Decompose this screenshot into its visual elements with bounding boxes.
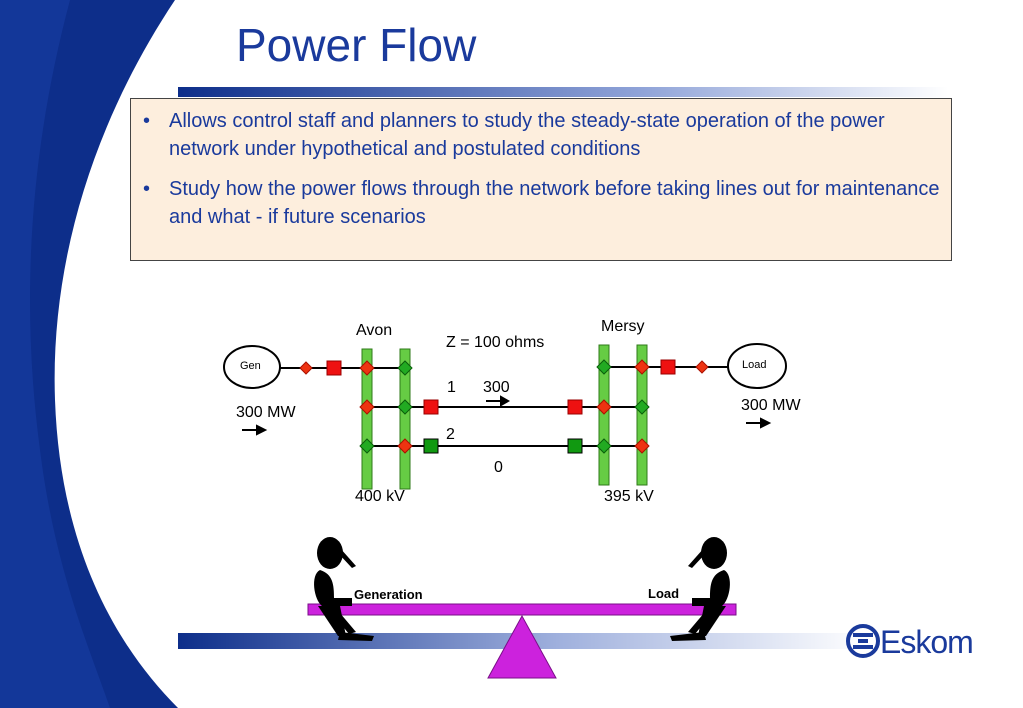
disconnector-diamond (634, 399, 650, 415)
flow-arrow-line1 (486, 395, 511, 407)
generation-figure (314, 537, 374, 641)
disconnector-diamond (596, 399, 612, 415)
breaker-open (567, 438, 583, 454)
flow-arrow-gen (242, 424, 268, 436)
gen-label: Gen (240, 360, 261, 372)
bullet-text-2: Study how the power flows through the ne… (169, 178, 940, 228)
load-label: Load (742, 359, 767, 371)
bus-label-mersy: Mersy (601, 318, 645, 335)
left-swoosh-highlight (0, 0, 110, 708)
bullet-text-1: Allows control staff and planners to stu… (169, 110, 885, 160)
disconnector-diamond (397, 360, 413, 376)
disconnector-diamond (596, 438, 612, 454)
breaker-open (423, 438, 439, 454)
bullet-marker: • (143, 110, 151, 132)
eskom-logo-text: Eskom (880, 624, 974, 660)
bullet-box: • Allows control staff and planners to s… (130, 98, 952, 261)
line1-flow: 300 (483, 379, 510, 396)
busbar-mersy-a (598, 344, 610, 486)
line1-number: 1 (447, 379, 456, 396)
seesaw-fulcrum (487, 614, 557, 679)
breaker-closed (423, 399, 439, 415)
title-underline-bar (178, 87, 948, 97)
disconnector-diamond (596, 359, 612, 375)
flow-arrow-load (746, 417, 772, 429)
busbar-mersy-b (636, 344, 648, 486)
busbar-avon-a (361, 348, 373, 490)
disconnector-diamond (359, 438, 375, 454)
disconnector-diamond (397, 438, 413, 454)
bullet-marker: • (143, 178, 151, 200)
bullet-item: • Study how the power flows through the … (143, 175, 941, 231)
page-title: Power Flow (236, 19, 477, 71)
seesaw-beam (307, 603, 737, 616)
breaker-closed (567, 399, 583, 415)
line2-flow: 0 (494, 459, 503, 476)
gen-symbol (223, 345, 281, 389)
disconnector-diamond (695, 360, 709, 374)
eskom-emblem (846, 624, 880, 658)
disconnector-diamond (634, 359, 650, 375)
load-figure (670, 537, 730, 641)
disconnector-diamond (634, 438, 650, 454)
disconnector-diamond (359, 360, 375, 376)
seesaw-label-generation: Generation (354, 587, 423, 602)
seesaw-label-load: Load (648, 586, 680, 601)
load-symbol (727, 343, 787, 389)
gen-power: 300 MW (236, 404, 296, 421)
breaker-closed (326, 360, 342, 376)
disconnector-diamond (359, 399, 375, 415)
bus-label-avon: Avon (356, 322, 393, 339)
disconnector-diamond (397, 399, 413, 415)
load-power: 300 MW (741, 397, 801, 414)
line2-number: 2 (446, 426, 455, 443)
impedance-label: Z = 100 ohms (446, 334, 545, 351)
bullet-item: • Allows control staff and planners to s… (143, 107, 941, 163)
busbar-avon-b (399, 348, 411, 490)
breaker-closed (660, 359, 676, 375)
voltage-mersy: 395 kV (604, 488, 654, 505)
disconnector-diamond (299, 361, 313, 375)
voltage-avon: 400 kV (355, 488, 405, 505)
